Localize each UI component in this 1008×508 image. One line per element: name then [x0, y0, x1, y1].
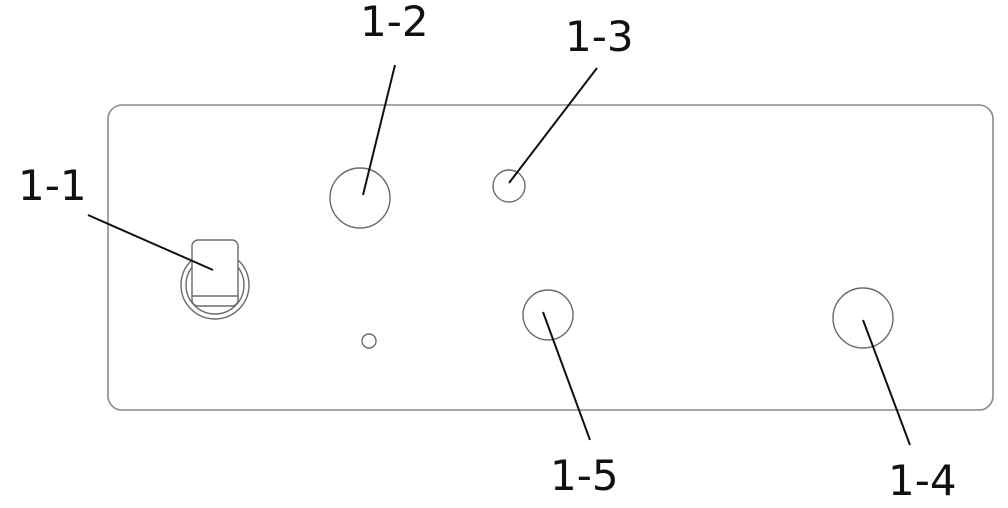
leader-1-2: [362, 64, 396, 196]
leader-1-3: [508, 67, 598, 184]
hole-1-5: [522, 289, 574, 341]
hole-1-3: [492, 169, 526, 203]
leader-1-4: [862, 319, 911, 446]
callout-1-1: 1-1: [18, 161, 87, 210]
hole-1-2: [329, 167, 391, 229]
callout-1-2: 1-2: [360, 0, 429, 46]
leader-1-5: [542, 311, 591, 441]
callout-1-3: 1-3: [565, 12, 634, 61]
small-hole: [361, 333, 377, 349]
callout-1-5: 1-5: [550, 451, 619, 500]
panel-plate: [107, 104, 994, 411]
hole-1-4: [832, 287, 894, 349]
leader-1-1: [87, 214, 214, 271]
connector-1-1: [180, 239, 250, 320]
callout-1-4: 1-4: [888, 456, 957, 505]
